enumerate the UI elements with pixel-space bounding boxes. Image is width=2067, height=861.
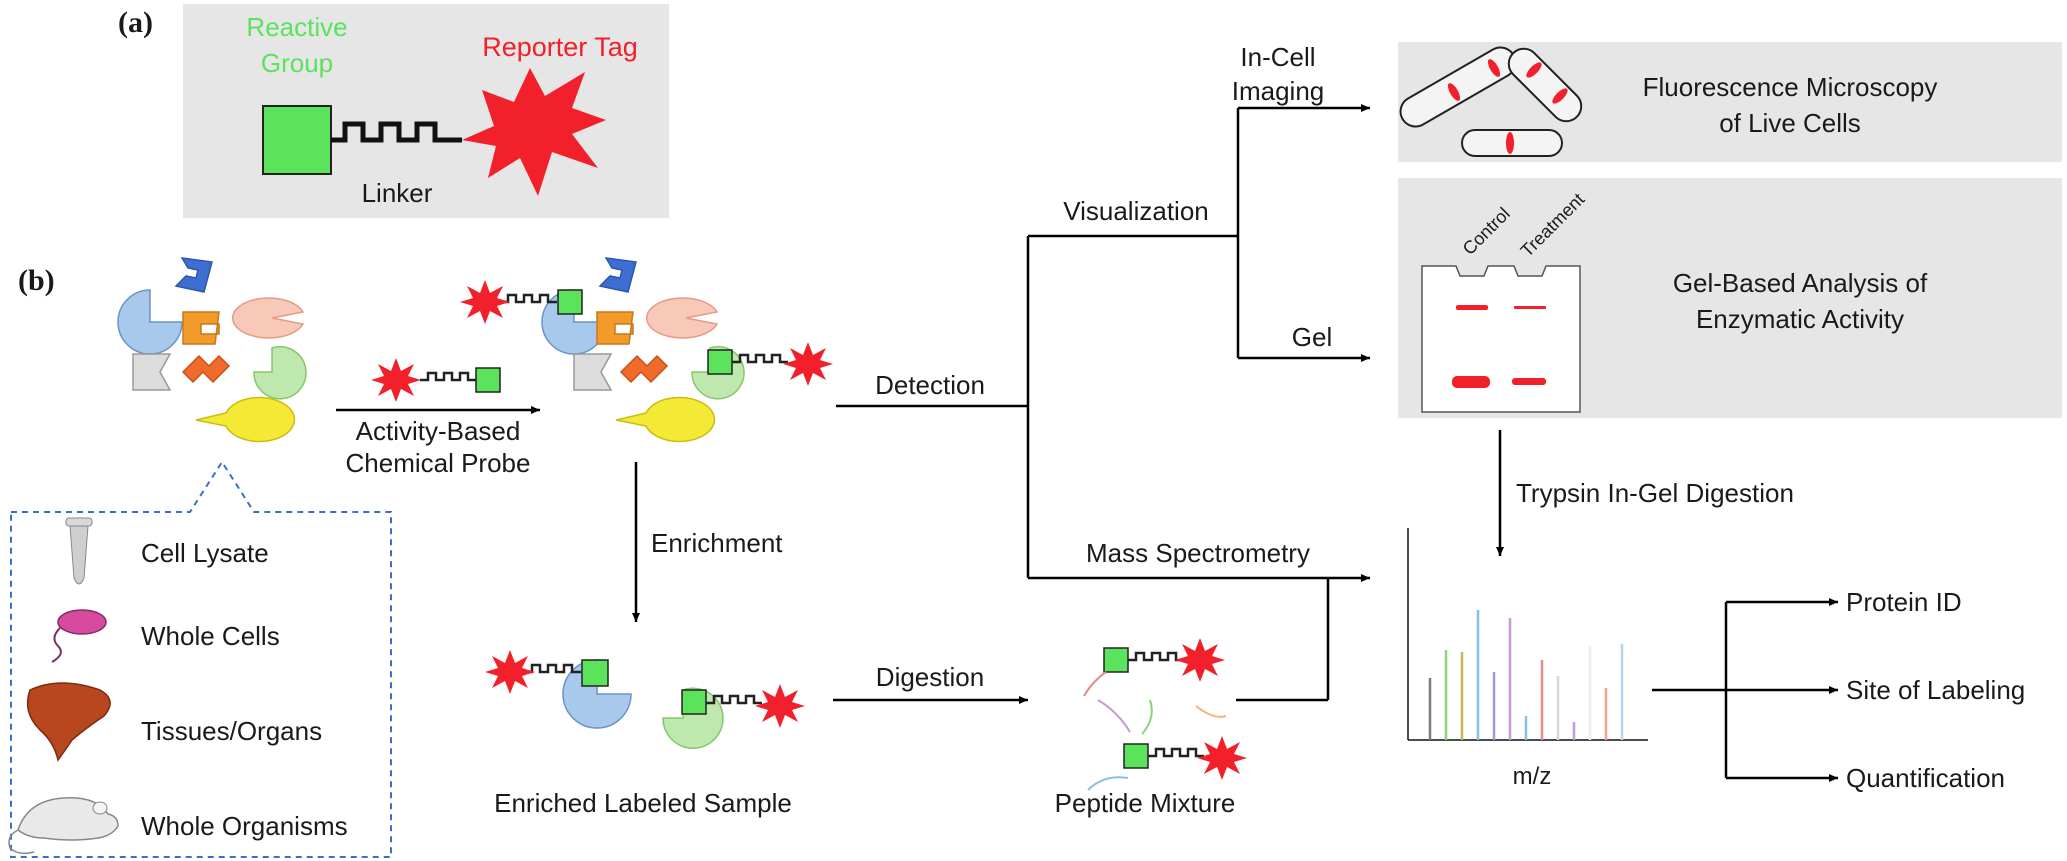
linker-zigzag — [331, 121, 462, 143]
enrichment-label: Enrichment — [651, 528, 783, 558]
svg-text:Enzymatic Activity: Enzymatic Activity — [1696, 304, 1904, 334]
peptide-mixture-label: Peptide Mixture — [1055, 788, 1236, 818]
tube-icon — [65, 517, 93, 585]
gel-band-treatment-lower — [1512, 378, 1546, 385]
in-cell-imaging-label: In-Cell Imaging — [1232, 42, 1325, 106]
panel-a-label: (a) — [118, 6, 153, 39]
blue-square-protein — [174, 257, 213, 293]
source-cell-lysate: Cell Lysate — [141, 538, 269, 568]
orange-protein — [182, 311, 220, 345]
svg-text:of Live Cells: of Live Cells — [1719, 108, 1861, 138]
detection-label: Detection — [875, 370, 985, 400]
fluorescence-label: Fluorescence Microscopy of Live Cells — [1643, 72, 1938, 138]
gel-analysis-label: Gel-Based Analysis of Enzymatic Activity — [1673, 268, 1928, 334]
labeled-protein-mixture — [460, 257, 833, 443]
mz-label: m/z — [1513, 763, 1552, 790]
trypsin-label: Trypsin In-Gel Digestion — [1516, 478, 1794, 508]
svg-text:Group: Group — [261, 48, 333, 78]
yellow-protein — [195, 396, 296, 443]
protein-mixture — [117, 257, 307, 443]
orange-cross-protein — [181, 354, 231, 384]
svg-text:Gel-Based Analysis of: Gel-Based Analysis of — [1673, 268, 1928, 298]
reporter-tag-star — [462, 68, 606, 196]
gel-band-control-upper — [1456, 305, 1488, 310]
svg-text:In-Cell: In-Cell — [1240, 42, 1315, 72]
gel-band-treatment-upper — [1514, 306, 1546, 309]
reporter-tag-label: Reporter Tag — [482, 32, 638, 62]
gray-protein — [132, 353, 172, 391]
gel-band-control-lower — [1452, 376, 1490, 388]
source-callout-box — [10, 460, 392, 858]
output-connectors — [1652, 602, 1728, 778]
output-site-of-labeling: Site of Labeling — [1846, 675, 2025, 705]
probe-molecule — [371, 358, 501, 402]
peach-protein — [231, 297, 305, 339]
digestion-label: Digestion — [876, 662, 984, 692]
bacterium-icon — [51, 609, 107, 663]
visualization-label: Visualization — [1063, 196, 1209, 226]
source-tissues-organs: Tissues/Organs — [141, 716, 322, 746]
enriched-sample — [485, 650, 805, 749]
enriched-sample-label: Enriched Labeled Sample — [494, 788, 792, 818]
mass-spectrum — [1407, 528, 1648, 741]
liver-icon — [26, 682, 111, 762]
linker-label: Linker — [362, 178, 433, 208]
svg-text:Chemical Probe: Chemical Probe — [346, 448, 531, 478]
bacteria-cells-icon — [1399, 46, 1583, 157]
probe-label: Activity-Based Chemical Probe — [346, 416, 531, 478]
reactive-group-square — [262, 105, 332, 175]
output-protein-id: Protein ID — [1846, 587, 1962, 617]
source-whole-organisms: Whole Organisms — [141, 811, 348, 841]
gel-slab — [1421, 265, 1581, 413]
source-whole-cells: Whole Cells — [141, 621, 280, 651]
green-protein — [253, 345, 307, 400]
peptide-mixture — [1083, 638, 1247, 791]
detection-connectors — [836, 108, 1370, 702]
reactive-group-label: Reactive Group — [246, 12, 347, 78]
blue-protein — [117, 289, 183, 355]
svg-text:Imaging: Imaging — [1232, 76, 1325, 106]
mouse-icon — [8, 797, 119, 855]
mass-spectrometry-label: Mass Spectrometry — [1086, 538, 1310, 568]
svg-text:Activity-Based: Activity-Based — [356, 416, 521, 446]
gel-label: Gel — [1292, 322, 1332, 352]
svg-text:Reactive: Reactive — [246, 12, 347, 42]
svg-text:Fluorescence Microscopy: Fluorescence Microscopy — [1643, 72, 1938, 102]
panel-b-label: (b) — [18, 264, 55, 297]
output-quantification: Quantification — [1846, 763, 2005, 793]
